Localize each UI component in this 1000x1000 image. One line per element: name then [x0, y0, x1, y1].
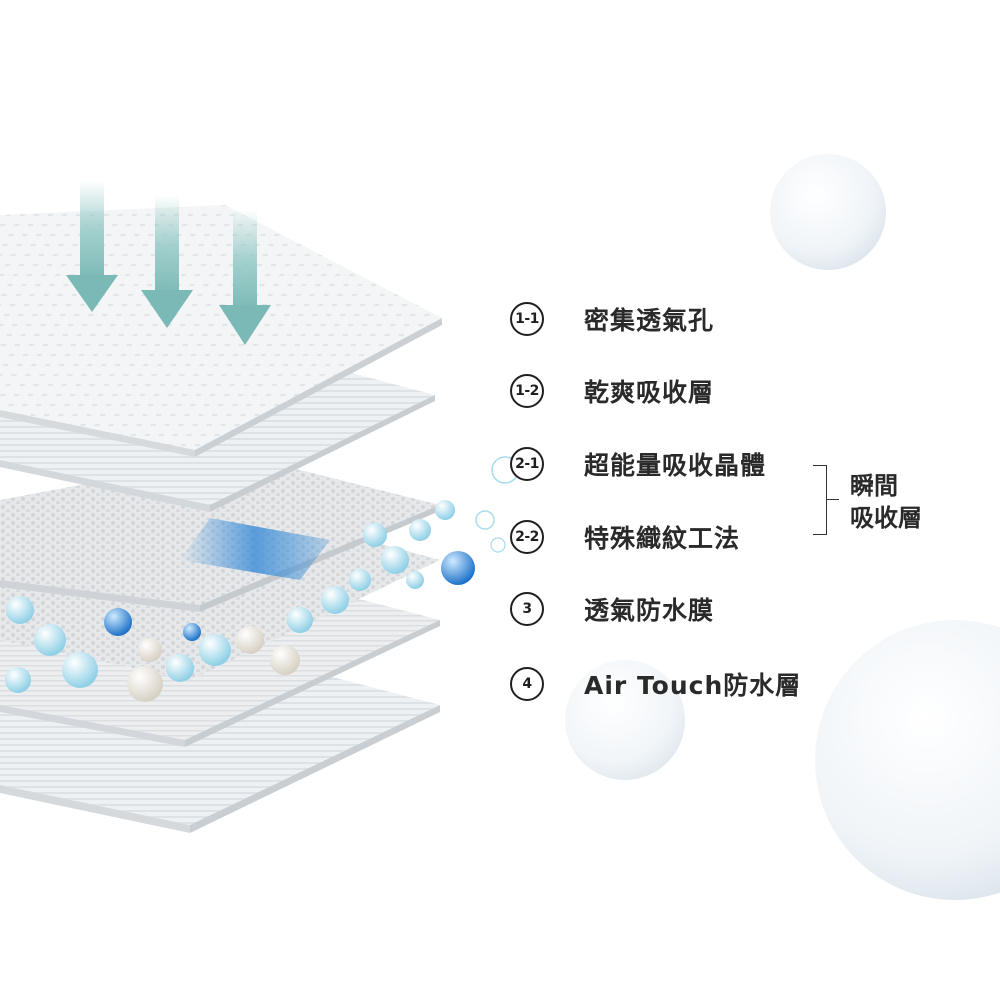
badge: 1-2	[510, 374, 544, 408]
crystal	[5, 667, 31, 693]
crystal	[409, 519, 431, 541]
badge: 2-1	[510, 447, 544, 481]
crystal	[34, 624, 66, 656]
legend-label: 特殊織紋工法	[584, 524, 741, 553]
badge: 4	[510, 667, 544, 701]
arrow-down-icon	[66, 180, 118, 312]
airflow-arrows	[66, 180, 271, 345]
legend-label: Air Touch防水層	[584, 671, 802, 700]
legend-item: 1-1 密集透氣孔	[510, 299, 714, 339]
arrow-down-icon	[141, 195, 193, 328]
crystal	[490, 537, 506, 553]
crystal	[287, 607, 313, 633]
group-bracket	[813, 465, 827, 535]
badge: 1-1	[510, 302, 544, 336]
badge: 2-2	[510, 520, 544, 554]
group-bracket-tick	[827, 499, 839, 500]
layer-1-1	[0, 205, 442, 457]
legend-item: 2-1 超能量吸收晶體	[510, 444, 766, 484]
crystal	[138, 638, 162, 662]
arrow-down-icon	[219, 210, 271, 345]
crystal	[349, 569, 371, 591]
group-label: 瞬間 吸收層	[850, 470, 990, 534]
crystal	[475, 510, 495, 530]
bubble	[770, 154, 886, 270]
badge: 3	[510, 592, 544, 626]
crystal	[127, 666, 163, 702]
legend-item: 2-2 特殊織紋工法	[510, 517, 740, 557]
crystal	[270, 645, 300, 675]
crystal	[199, 634, 231, 666]
legend-label: 密集透氣孔	[584, 306, 715, 335]
bubble	[565, 660, 685, 780]
crystal	[104, 608, 132, 636]
crystal	[166, 654, 194, 682]
legend-item: 1-2 乾爽吸收層	[510, 371, 714, 411]
legend-item: 4 Air Touch防水層	[510, 664, 801, 704]
layer-2-2	[0, 455, 440, 612]
crystal	[6, 596, 34, 624]
absorbent-crystals	[5, 456, 519, 702]
crystal	[381, 546, 409, 574]
bubble	[815, 620, 1000, 900]
crystal	[62, 652, 98, 688]
crystal	[435, 500, 455, 520]
legend-label: 乾爽吸收層	[584, 378, 715, 407]
crystal	[363, 523, 387, 547]
crystal	[406, 571, 424, 589]
group-label-line2: 吸收層	[850, 504, 922, 532]
legend-item: 3 透氣防水膜	[510, 589, 714, 629]
legend-label: 超能量吸收晶體	[584, 451, 767, 480]
crystal	[321, 586, 349, 614]
legend-label: 透氣防水膜	[584, 596, 715, 625]
crystal	[183, 623, 201, 641]
decor-bubbles	[565, 154, 1000, 900]
crystal	[236, 626, 264, 654]
group-label-line1: 瞬間	[850, 472, 898, 500]
crystal	[441, 551, 475, 585]
